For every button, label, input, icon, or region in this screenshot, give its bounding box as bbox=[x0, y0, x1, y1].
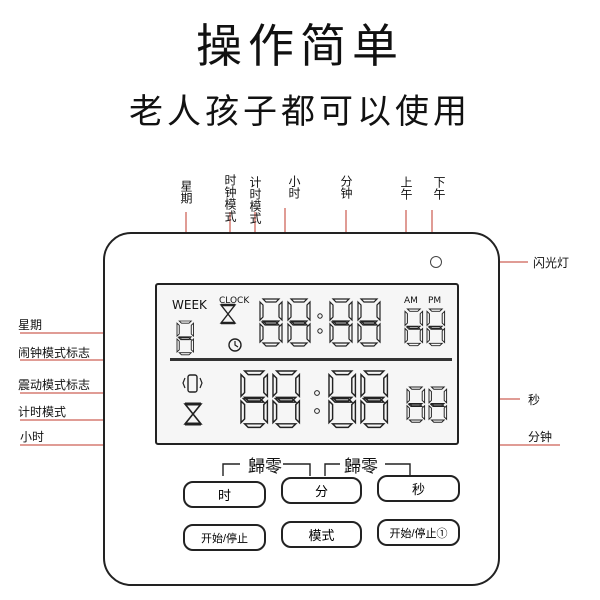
alarm-clock-icon bbox=[228, 338, 242, 352]
lcd-divider bbox=[170, 358, 452, 361]
callout-pm: 下午 bbox=[432, 176, 446, 200]
start-stop-button[interactable]: 开始/停止 bbox=[183, 524, 266, 551]
callout-timer-mode: 计时模式 bbox=[248, 176, 262, 224]
lcd-week-label: WEEK bbox=[172, 298, 207, 312]
clock-hourglass-icon bbox=[219, 303, 237, 325]
callout-week-top: 星期 bbox=[179, 180, 193, 204]
hour-button[interactable]: 时 bbox=[183, 481, 266, 508]
lcd-am-label: AM bbox=[404, 296, 418, 306]
vibrate-icon bbox=[182, 374, 203, 393]
callout-second: 秒 bbox=[528, 393, 541, 407]
callout-vibrate-flag: 震动模式标志 bbox=[18, 378, 91, 392]
subheadline: 老人孩子都可以使用 bbox=[129, 92, 471, 132]
minute-button[interactable]: 分 bbox=[281, 477, 362, 504]
flash-light-icon bbox=[430, 256, 442, 268]
callout-clock-mode: 时钟模式 bbox=[223, 174, 237, 222]
headline: 操作简单 bbox=[196, 19, 404, 73]
callout-flash: 闪光灯 bbox=[533, 256, 570, 270]
start-stop-button-2[interactable]: 开始/停止① bbox=[377, 519, 460, 546]
lcd-pm-label: PM bbox=[428, 296, 442, 306]
callout-am: 上午 bbox=[399, 176, 413, 200]
lcd-clock-label: CLOCK bbox=[219, 296, 250, 306]
callout-minute-bottom: 分钟 bbox=[528, 430, 553, 444]
callout-hour-bottom: 小时 bbox=[20, 430, 45, 444]
reset-label-right: 歸零 bbox=[344, 457, 378, 477]
reset-label-left: 歸零 bbox=[248, 457, 282, 477]
second-button[interactable]: 秒 bbox=[377, 475, 460, 502]
callout-alarm-flag: 闹钟模式标志 bbox=[18, 346, 91, 360]
callout-minute-top: 分钟 bbox=[339, 175, 353, 199]
timer-hourglass-icon bbox=[183, 402, 203, 426]
callout-week-side: 星期 bbox=[18, 318, 43, 332]
lcd-segments bbox=[176, 298, 448, 429]
mode-button[interactable]: 模式 bbox=[281, 521, 362, 548]
callout-timer-side: 计时模式 bbox=[18, 405, 67, 419]
callout-hour-top: 小时 bbox=[287, 175, 301, 199]
